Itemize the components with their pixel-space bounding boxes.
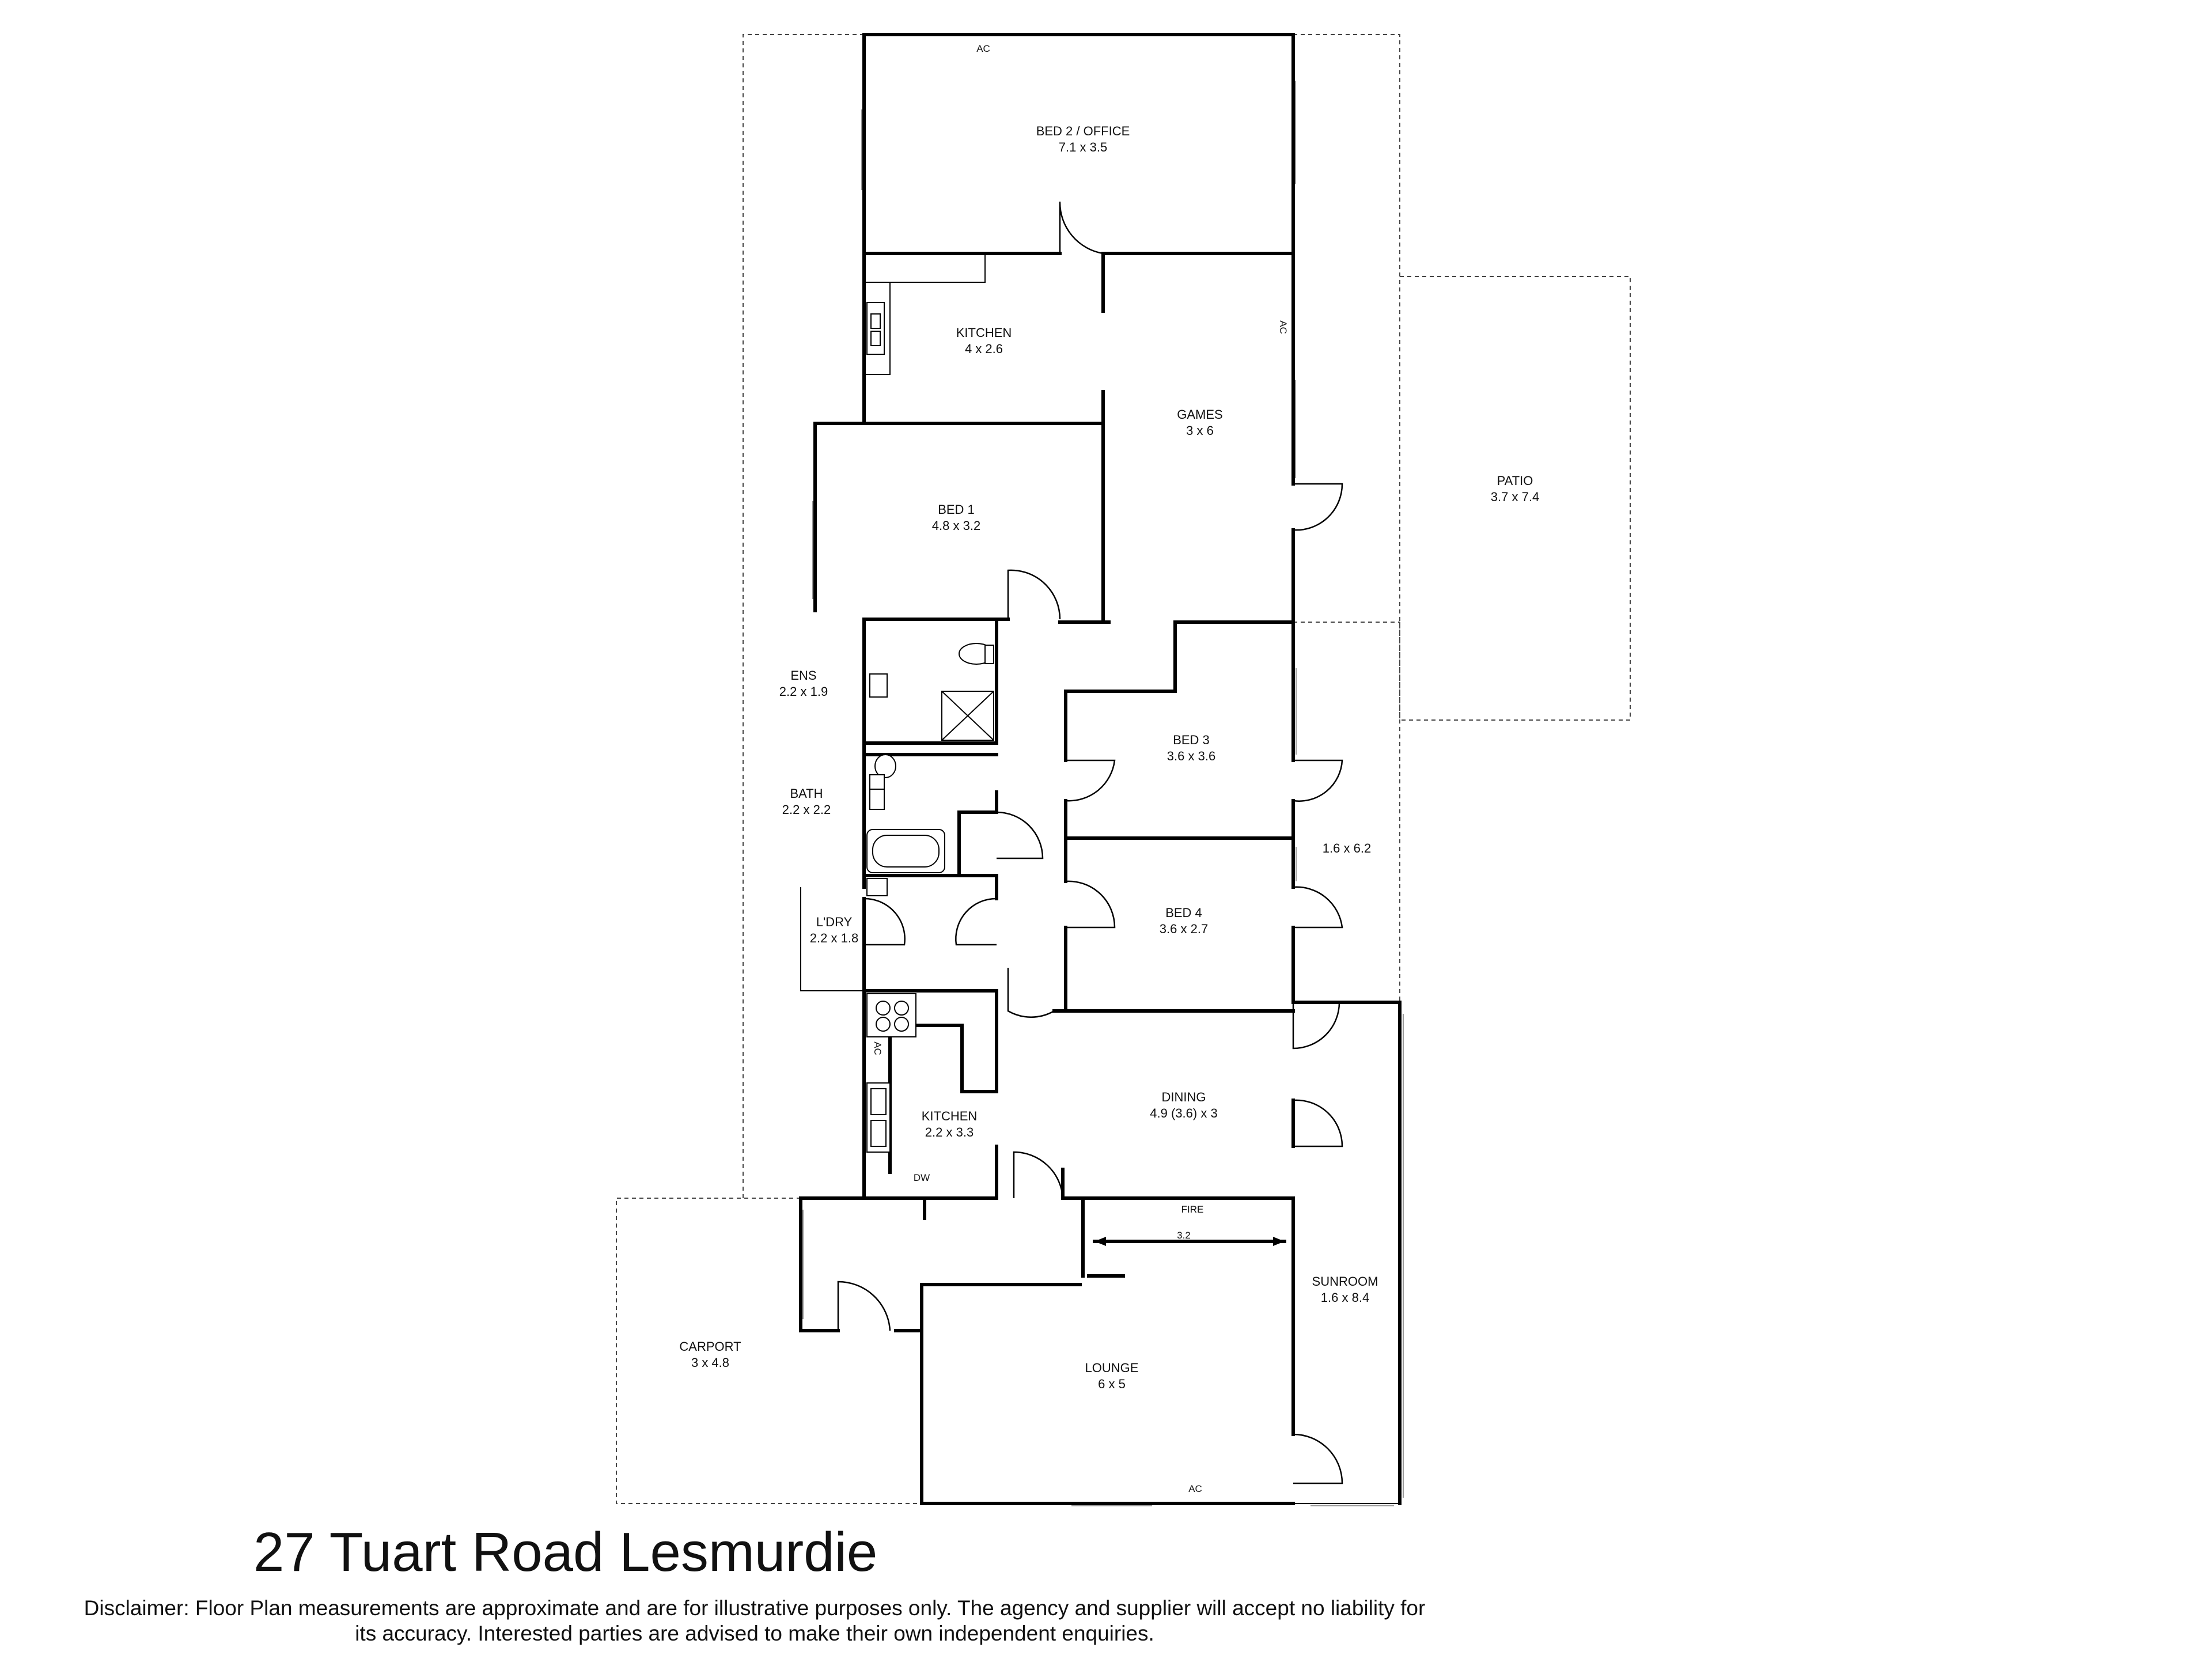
fixtures xyxy=(866,302,1286,1246)
room-size-verandah: 1.6 x 6.2 xyxy=(1323,841,1371,855)
room-name-bath: BATH xyxy=(790,786,823,801)
doors xyxy=(837,201,1343,1484)
room-name-ens: ENS xyxy=(790,668,816,683)
basin-icon xyxy=(869,673,888,698)
room-size-bed4: 3.6 x 2.7 xyxy=(1160,922,1208,936)
room-size-patio: 3.7 x 7.4 xyxy=(1491,490,1539,504)
room-name-bed1: BED 1 xyxy=(938,502,975,517)
fire-width-label: 3.2 xyxy=(1177,1230,1191,1241)
room-name-bed4: BED 4 xyxy=(1165,906,1202,920)
room-name-carport: CARPORT xyxy=(679,1339,741,1354)
outdoor-boundaries xyxy=(616,34,1631,1504)
room-size-kitchen-upper: 4 x 2.6 xyxy=(965,342,1003,356)
walls xyxy=(799,33,1402,1505)
toilet-icon xyxy=(874,754,896,778)
room-name-ldry: L'DRY xyxy=(816,915,853,929)
room-labels: BED 2 / OFFICE 7.1 x 3.5 KITCHEN 4 x 2.6… xyxy=(679,124,1539,1391)
room-size-ens: 2.2 x 1.9 xyxy=(779,684,828,699)
dw-label: DW xyxy=(914,1172,930,1183)
room-name-lounge: LOUNGE xyxy=(1085,1361,1139,1375)
room-size-bed3: 3.6 x 3.6 xyxy=(1167,749,1215,763)
room-size-bath: 2.2 x 2.2 xyxy=(782,802,831,817)
room-name-sunroom: SUNROOM xyxy=(1312,1274,1378,1289)
room-name-kitchen-upper: KITCHEN xyxy=(956,325,1012,340)
room-size-dining: 4.9 (3.6) x 3 xyxy=(1150,1106,1217,1120)
room-name-patio: PATIO xyxy=(1497,474,1533,488)
room-size-ldry: 2.2 x 1.8 xyxy=(810,931,858,945)
ac-label-lounge: AC xyxy=(1188,1483,1202,1494)
room-size-games: 3 x 6 xyxy=(1186,423,1214,438)
ac-label-kitchen: AC xyxy=(872,1041,883,1055)
annotations: AC AC AC DW FIRE 3.2 AC xyxy=(872,43,1289,1494)
room-name-bed3: BED 3 xyxy=(1173,733,1210,747)
room-name-bed2: BED 2 / OFFICE xyxy=(1036,124,1130,138)
room-size-carport: 3 x 4.8 xyxy=(691,1355,729,1370)
room-size-sunroom: 1.6 x 8.4 xyxy=(1321,1290,1369,1305)
room-size-lounge: 6 x 5 xyxy=(1098,1377,1126,1391)
property-address-title: 27 Tuart Road Lesmurdie xyxy=(253,1521,878,1583)
room-size-kitchen-lower: 2.2 x 3.3 xyxy=(925,1125,974,1139)
room-size-bed2: 7.1 x 3.5 xyxy=(1059,140,1107,154)
room-name-games: GAMES xyxy=(1177,407,1222,422)
room-name-dining: DINING xyxy=(1162,1090,1206,1104)
windows xyxy=(802,81,1404,1506)
cooktop-icon xyxy=(866,993,916,1037)
fire-label: FIRE xyxy=(1181,1204,1204,1215)
ac-label-games: AC xyxy=(1278,320,1289,334)
ac-label-bed2: AC xyxy=(976,43,990,54)
disclaimer-text: Disclaimer: Floor Plan measurements are … xyxy=(84,1596,1426,1645)
trough-icon xyxy=(866,878,888,896)
room-name-kitchen-lower: KITCHEN xyxy=(922,1109,978,1123)
room-size-bed1: 4.8 x 3.2 xyxy=(932,518,980,533)
